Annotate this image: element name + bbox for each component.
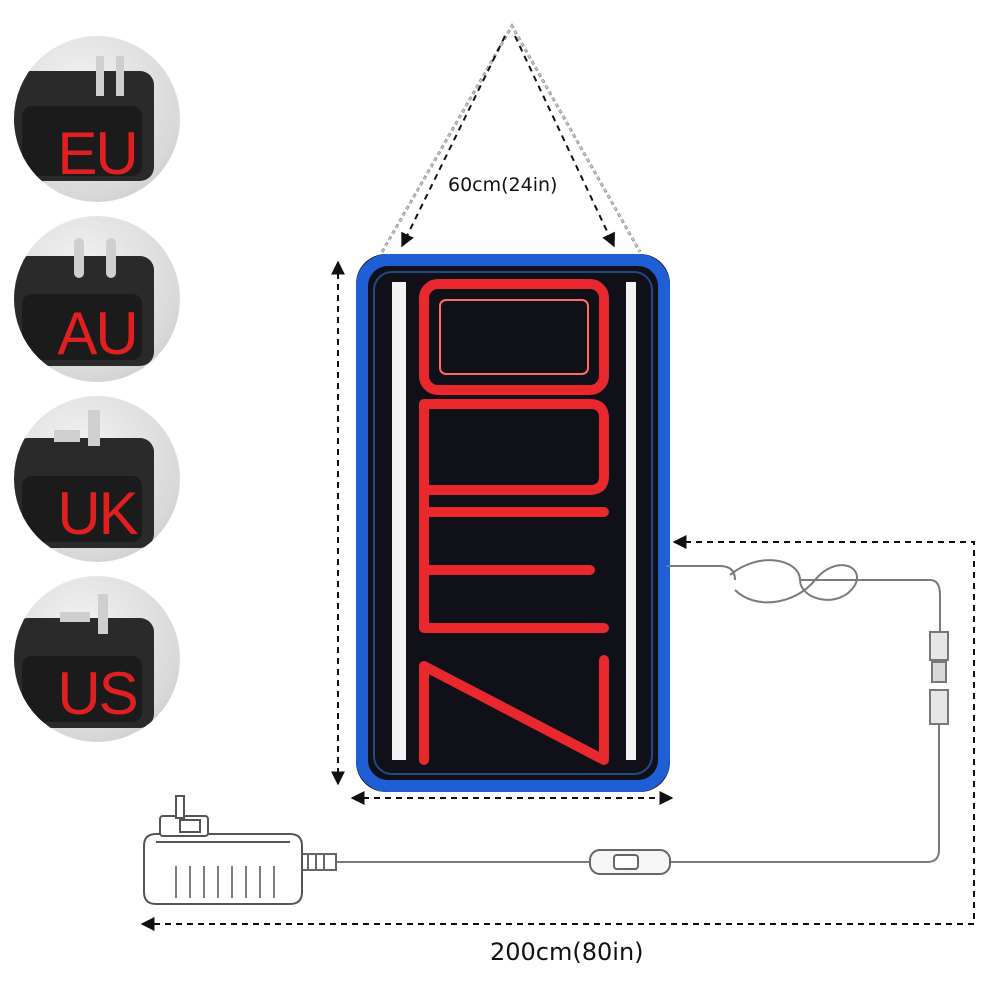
chain-dimension-line bbox=[401, 35, 615, 248]
plug-label-eu: EU bbox=[57, 120, 138, 187]
plug-label-us: US bbox=[57, 660, 138, 727]
power-adapter-icon bbox=[14, 238, 154, 366]
letter-inner-strokes bbox=[439, 299, 589, 375]
power-adapter-icon bbox=[14, 594, 154, 728]
plug-badge-au: AU bbox=[14, 216, 180, 382]
plug-badge-eu: EU bbox=[14, 36, 180, 202]
letter-o bbox=[419, 279, 609, 395]
power-adapter-icon bbox=[14, 410, 154, 548]
letter-p bbox=[419, 399, 609, 525]
hanging-chain bbox=[380, 22, 642, 253]
chain-width-label: 60cm(24in) bbox=[448, 174, 558, 196]
power-adapter bbox=[143, 795, 303, 905]
power-adapter-icon bbox=[14, 56, 154, 181]
plug-label-au: AU bbox=[57, 300, 138, 367]
cable-length-label: 200cm(80in) bbox=[490, 938, 644, 966]
plug-badge-uk: UK bbox=[14, 396, 180, 562]
plug-label-uk: UK bbox=[57, 480, 138, 547]
